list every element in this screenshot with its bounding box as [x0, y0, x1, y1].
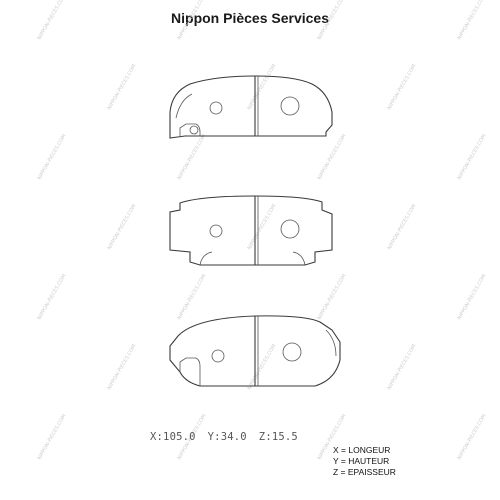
watermark-text: NIPPON-PIECES.COM [317, 133, 348, 181]
brake-pad-view-3 [169, 315, 341, 387]
watermark-text: NIPPON-PIECES.COM [37, 413, 68, 461]
dimension-y: Y:34.0 [207, 431, 247, 443]
watermark-text: NIPPON-PIECES.COM [177, 273, 208, 321]
watermark-text: NIPPON-PIECES.COM [247, 63, 278, 111]
brake-pad-view-1 [169, 75, 333, 139]
dimensions-readout: X:105.0 Y:34.0 Z:15.5 [150, 431, 310, 443]
watermark-text: NIPPON-PIECES.COM [247, 203, 278, 251]
watermark-layer: NIPPON-PIECES.COM NIPPON-PIECES.COM NIPPON… [37, 0, 488, 461]
dimension-x: X:105.0 [150, 431, 196, 443]
legend-line-x: X = LONGEUR [333, 445, 391, 455]
watermark-text: NIPPON-PIECES.COM [37, 0, 68, 41]
brand-title: Nippon Pièces Services [171, 10, 329, 26]
legend-line-y: Y = HAUTEUR [333, 456, 390, 466]
watermark-text: NIPPON-PIECES.COM [247, 343, 278, 391]
watermark-text: NIPPON-PIECES.COM [387, 203, 418, 251]
watermark-text: NIPPON-PIECES.COM [387, 343, 418, 391]
watermark-text: NIPPON-PIECES.COM [457, 273, 488, 321]
watermark-text: NIPPON-PIECES.COM [177, 133, 208, 181]
watermark-text: NIPPON-PIECES.COM [457, 413, 488, 461]
watermark-text: NIPPON-PIECES.COM [107, 63, 138, 111]
dimension-z: Z:15.5 [258, 431, 298, 443]
watermark-text: NIPPON-PIECES.COM [37, 273, 68, 321]
dimension-legend: X = LONGEUR Y = HAUTEUR Z = EPAISSEUR [333, 445, 396, 478]
watermark-text: NIPPON-PIECES.COM [177, 0, 208, 41]
watermark-text: NIPPON-PIECES.COM [107, 203, 138, 251]
watermark-text: NIPPON-PIECES.COM [317, 273, 348, 321]
watermark-text: NIPPON-PIECES.COM [37, 133, 68, 181]
legend-line-z: Z = EPAISSEUR [333, 467, 396, 477]
watermark-text: NIPPON-PIECES.COM [107, 343, 138, 391]
watermark-text: NIPPON-PIECES.COM [457, 133, 488, 181]
watermark-text: NIPPON-PIECES.COM [457, 0, 488, 41]
brake-pad-view-2 [169, 195, 333, 266]
watermark-text: NIPPON-PIECES.COM [387, 63, 418, 111]
watermark-text: NIPPON-PIECES.COM [317, 0, 348, 41]
